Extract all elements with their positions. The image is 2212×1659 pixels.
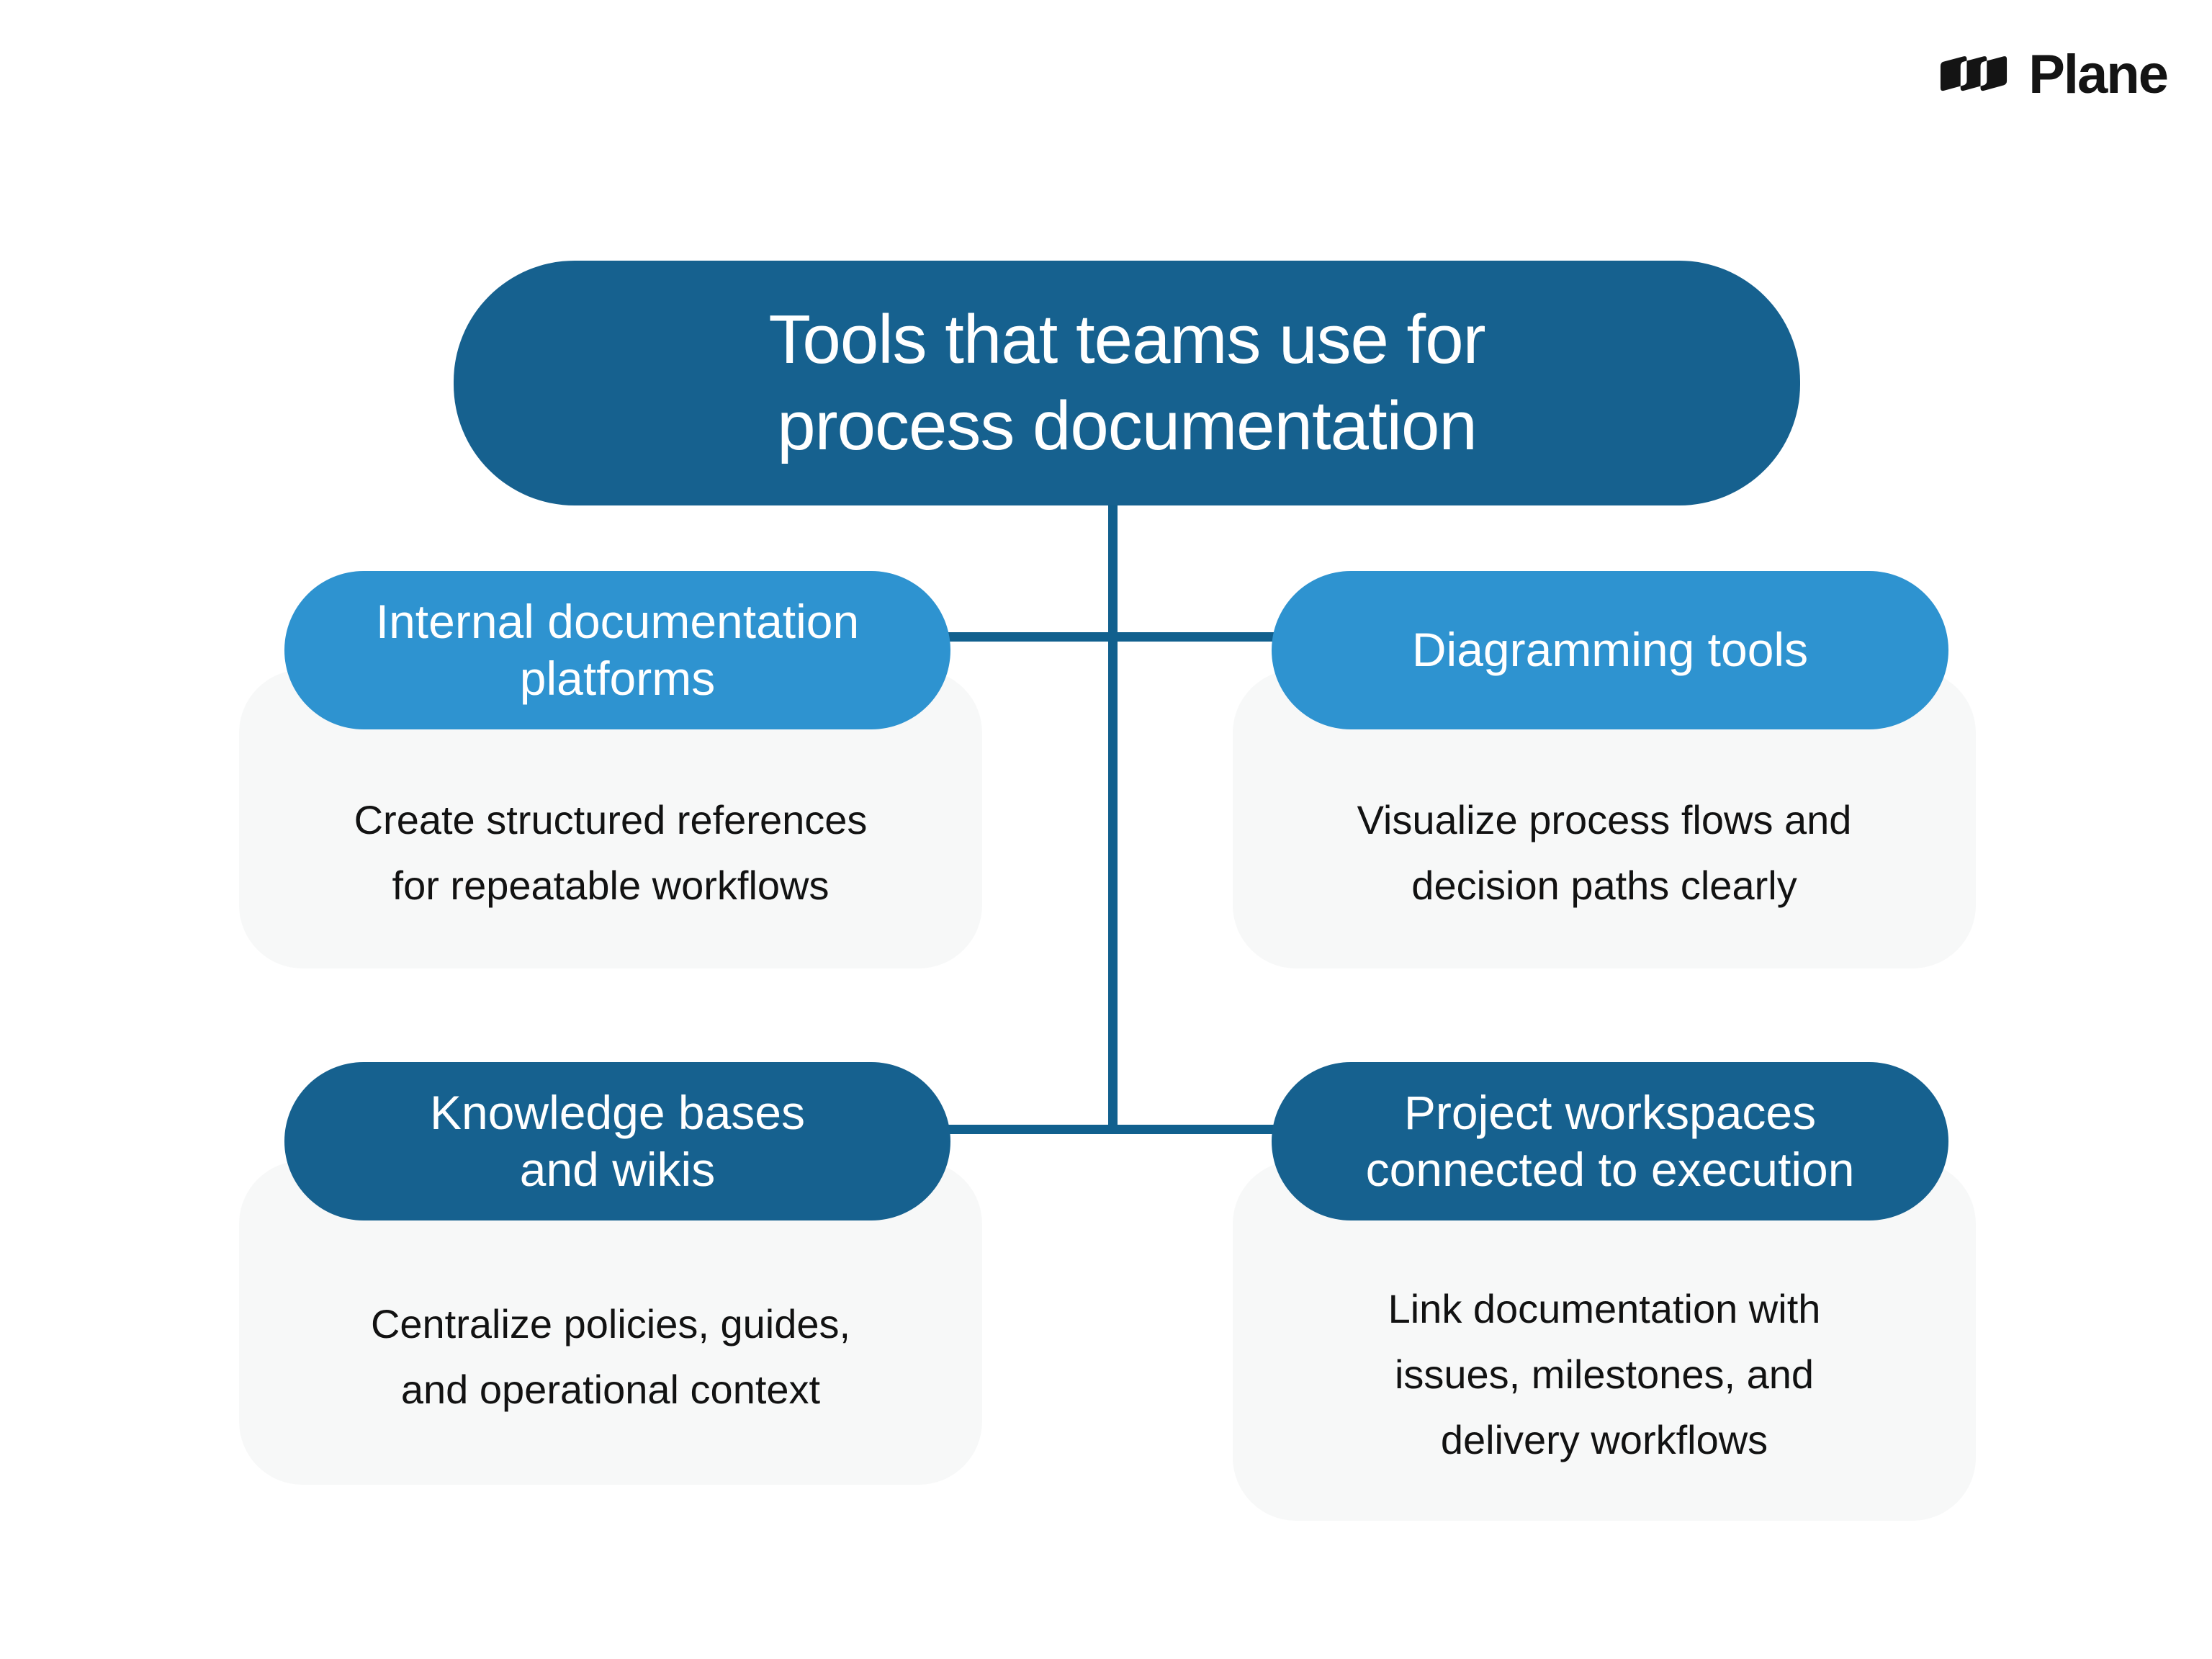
brand-name: Plane bbox=[2028, 44, 2169, 105]
plane-logo-icon bbox=[1941, 55, 2008, 91]
description-line: Visualize process flows and bbox=[1357, 797, 1852, 843]
description-line: Link documentation with bbox=[1388, 1286, 1821, 1332]
description-line: for repeatable workflows bbox=[392, 863, 830, 908]
description-line: Centralize policies, guides, bbox=[370, 1300, 851, 1346]
description-line: delivery workflows bbox=[1440, 1416, 1768, 1462]
pill-label-line: connected to execution bbox=[1365, 1143, 1855, 1196]
pill-label-line: Knowledge bases bbox=[429, 1085, 806, 1139]
title-line-1: Tools that teams use for bbox=[768, 301, 1485, 378]
description-line: decision paths clearly bbox=[1411, 863, 1797, 908]
pill-label-line: and wikis bbox=[519, 1143, 716, 1196]
pill-label-line: Diagramming tools bbox=[1411, 623, 1809, 677]
pill-label-line: Project workspaces bbox=[1403, 1085, 1817, 1139]
connector-vertical-trunk bbox=[1108, 503, 1118, 1133]
pill-knowledge-bases-and-wikis: Knowledge bases and wikis bbox=[284, 1062, 950, 1220]
description-line: issues, milestones, and bbox=[1394, 1352, 1815, 1398]
connector-row1-branch bbox=[945, 632, 1276, 642]
pill-diagramming-tools: Diagramming tools bbox=[1272, 571, 1948, 729]
connector-row2-branch bbox=[945, 1125, 1276, 1134]
pill-label-line: platforms bbox=[519, 652, 716, 705]
description-line: Create structured references bbox=[354, 797, 868, 843]
pill-label-line: Internal documentation bbox=[375, 594, 860, 648]
pill-internal-documentation-platforms: Internal documentation platforms bbox=[284, 571, 950, 729]
description-card-project-workspaces: Link documentation with issues, mileston… bbox=[1233, 1161, 1976, 1521]
title-line-2: process documentation bbox=[777, 387, 1478, 464]
description-line: and operational context bbox=[400, 1366, 821, 1412]
pill-project-workspaces: Project workspaces connected to executio… bbox=[1272, 1062, 1948, 1220]
brand-logo: Plane bbox=[1935, 44, 2169, 105]
title-box: Tools that teams use for process documen… bbox=[454, 261, 1800, 505]
